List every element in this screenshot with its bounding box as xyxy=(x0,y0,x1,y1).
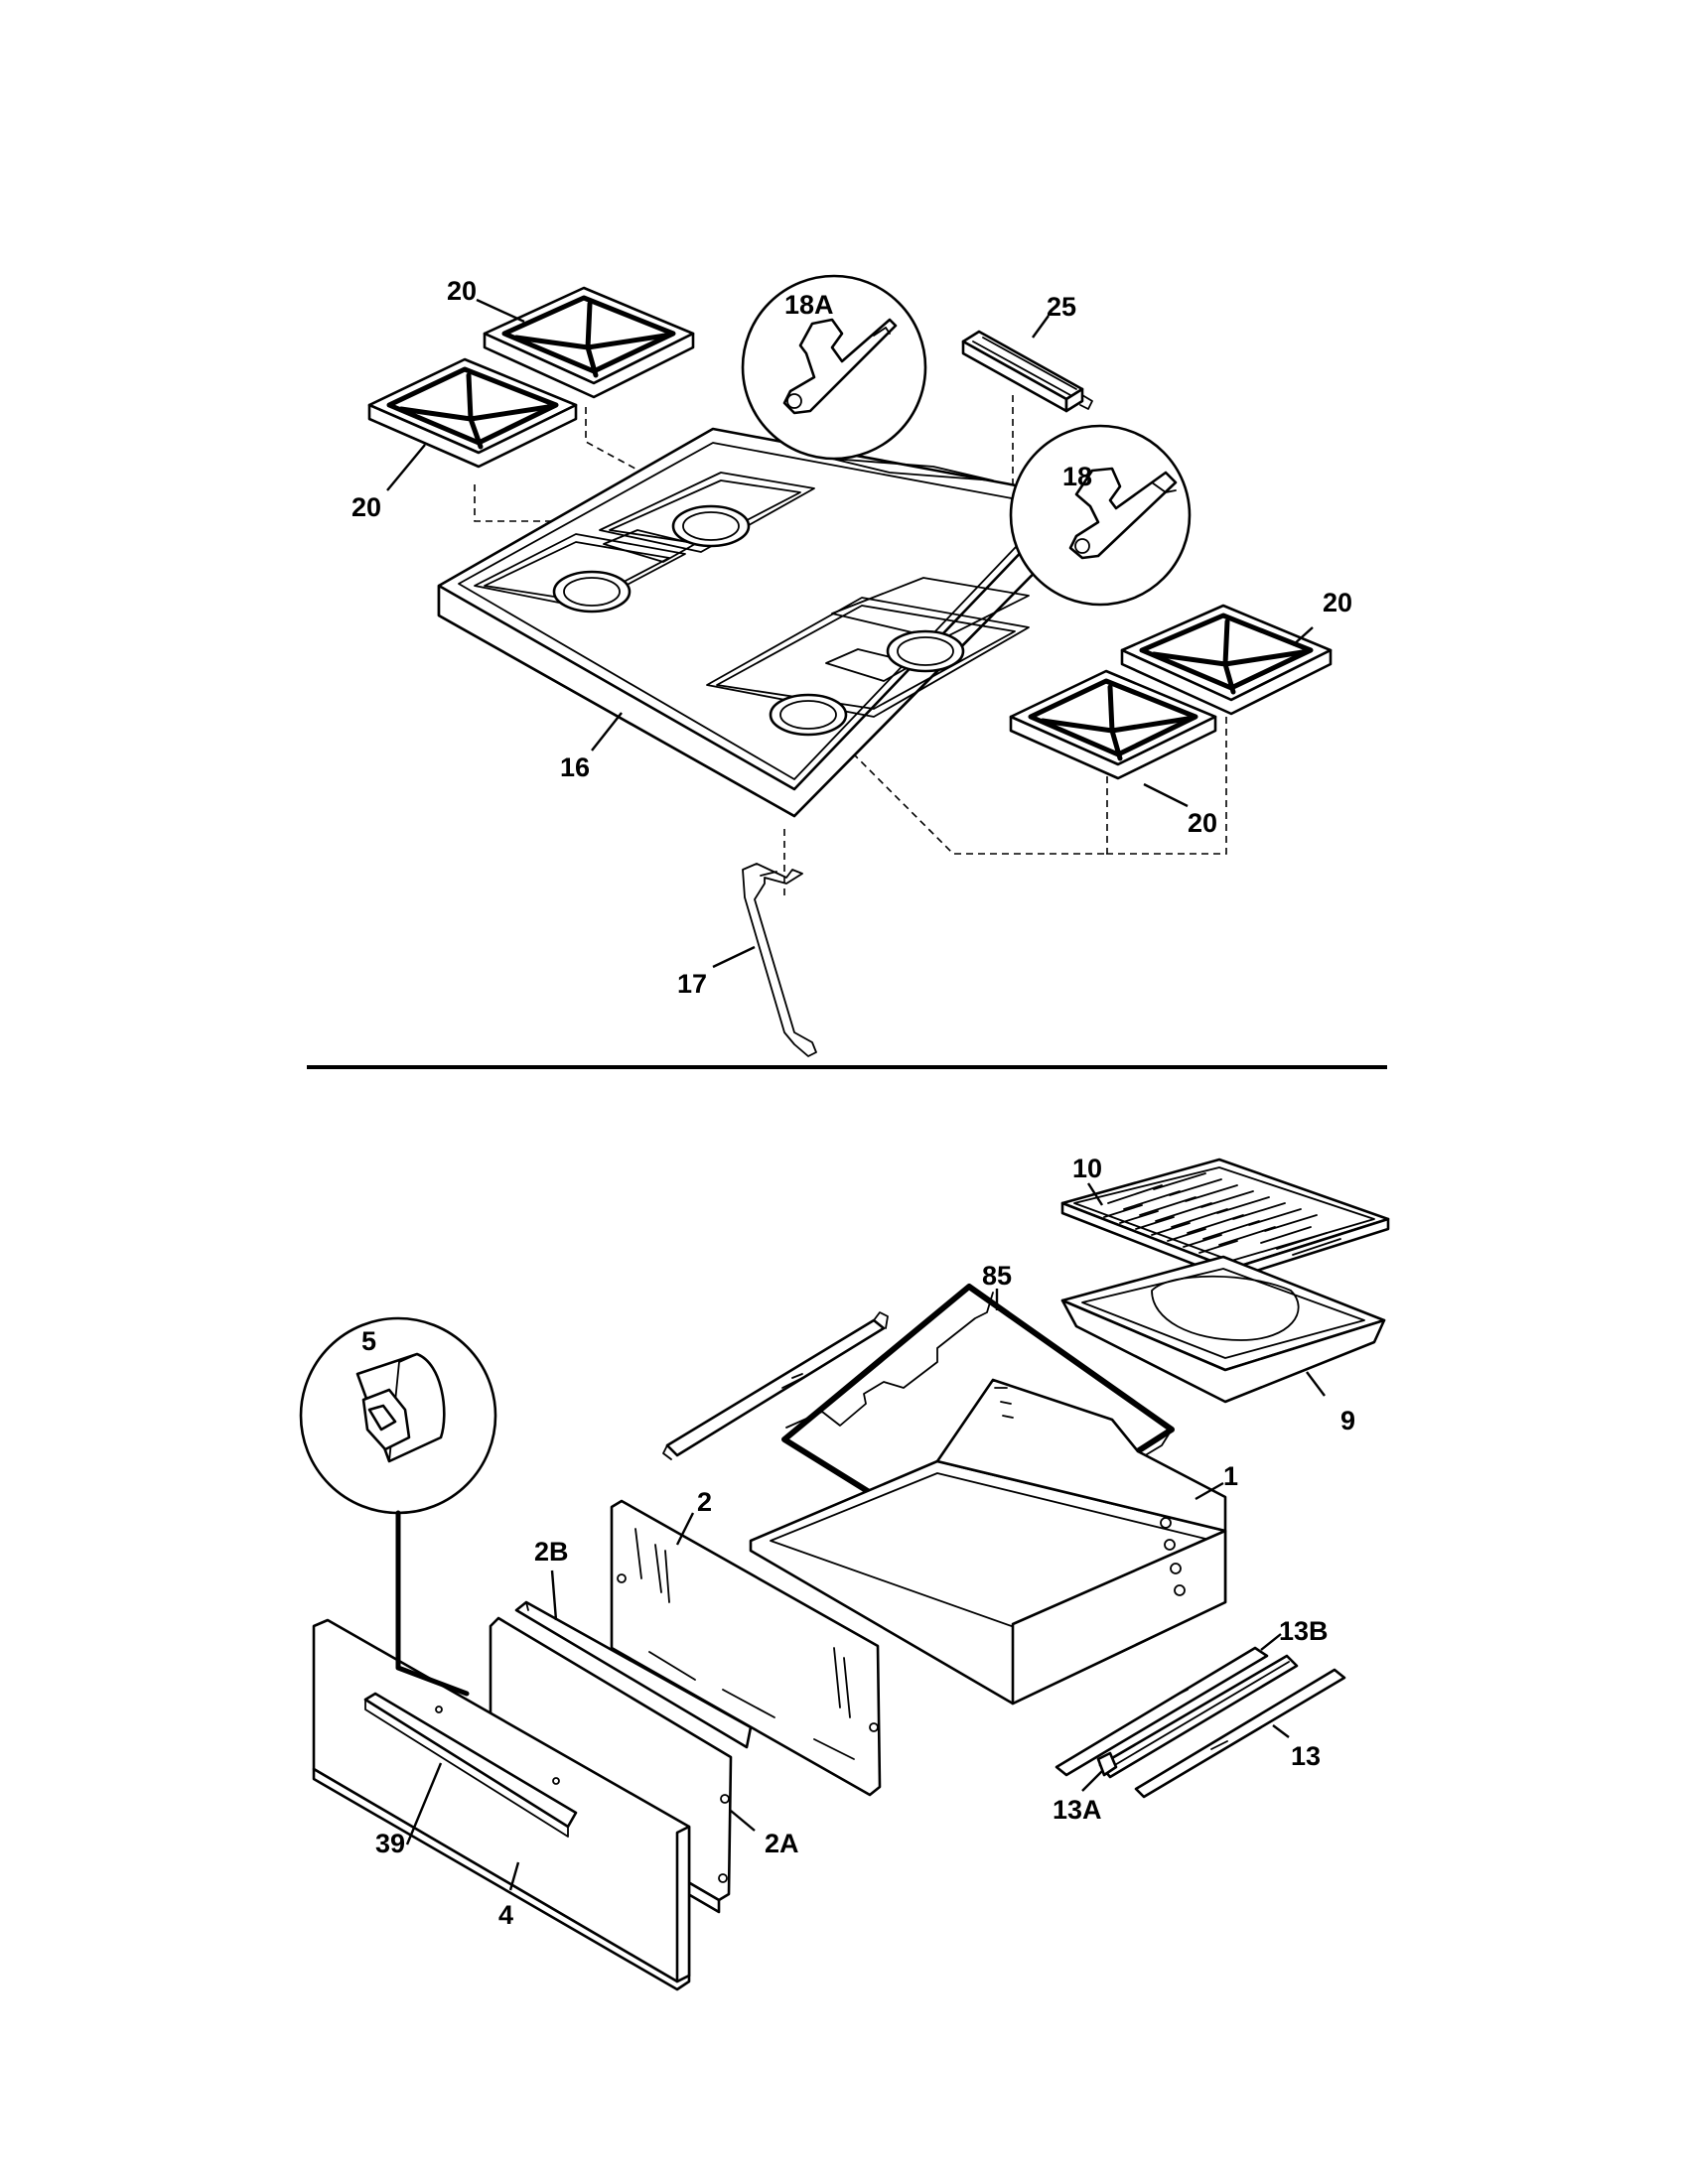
callout-5: 5 xyxy=(361,1326,376,1356)
callout-20-left-bottom: 20 xyxy=(352,492,381,522)
slide-rail-13b xyxy=(1055,1646,1269,1777)
drawer-handle xyxy=(363,1692,578,1838)
callout-1: 1 xyxy=(1223,1461,1238,1491)
callout-2: 2 xyxy=(697,1487,712,1517)
anti-tip-bracket xyxy=(742,863,817,1057)
callout-20-left-top: 20 xyxy=(447,276,477,306)
callout-20-right-bottom: 20 xyxy=(1188,808,1217,838)
burner-bar xyxy=(961,330,1093,413)
callout-2a: 2A xyxy=(765,1829,799,1858)
slide-rail-13a xyxy=(1096,1654,1299,1779)
drawer-liner xyxy=(514,1600,753,1749)
drawer-body xyxy=(749,1378,1227,1706)
grate-left-bottom xyxy=(367,357,578,469)
callout-13b: 13B xyxy=(1279,1616,1329,1646)
callout-17: 17 xyxy=(677,969,707,999)
broiler-grid xyxy=(1060,1158,1390,1281)
leader-lines-bottom xyxy=(405,1182,1326,1891)
callout-9: 9 xyxy=(1340,1406,1355,1435)
callout-18: 18 xyxy=(1062,462,1092,491)
drawer-front xyxy=(312,1618,691,1991)
grate-left-top xyxy=(483,286,695,399)
side-rail-upper xyxy=(662,1311,889,1460)
oven-assembly: 10 9 85 1 2 2B 2A 4 39 5 13B 13 13A xyxy=(299,1154,1390,1991)
bracket-detail-18 xyxy=(1009,424,1192,607)
callout-10: 10 xyxy=(1072,1154,1102,1183)
bracket-detail-18a xyxy=(741,274,927,461)
grate-right-top xyxy=(1120,604,1333,716)
drawer-back-panel xyxy=(610,1499,882,1797)
handle-detail-5 xyxy=(299,1316,497,1697)
callout-39: 39 xyxy=(375,1829,405,1858)
cooktop-top xyxy=(437,427,1076,818)
callout-85: 85 xyxy=(982,1261,1012,1291)
callout-25: 25 xyxy=(1047,292,1076,322)
callout-20-right-top: 20 xyxy=(1323,588,1352,617)
cooktop-assembly: 20 20 20 20 16 17 18A 18 25 xyxy=(352,274,1352,1057)
callout-2b: 2B xyxy=(534,1537,569,1567)
callout-13: 13 xyxy=(1291,1741,1321,1771)
callout-16: 16 xyxy=(560,752,590,782)
callout-13a: 13A xyxy=(1053,1795,1102,1825)
slide-rail-13 xyxy=(1134,1668,1346,1799)
leader-lines-top xyxy=(386,298,1314,969)
grate-right-bottom xyxy=(1009,669,1217,780)
callout-4: 4 xyxy=(498,1900,513,1930)
broiler-pan xyxy=(1060,1255,1386,1404)
callout-18a: 18A xyxy=(784,290,834,320)
